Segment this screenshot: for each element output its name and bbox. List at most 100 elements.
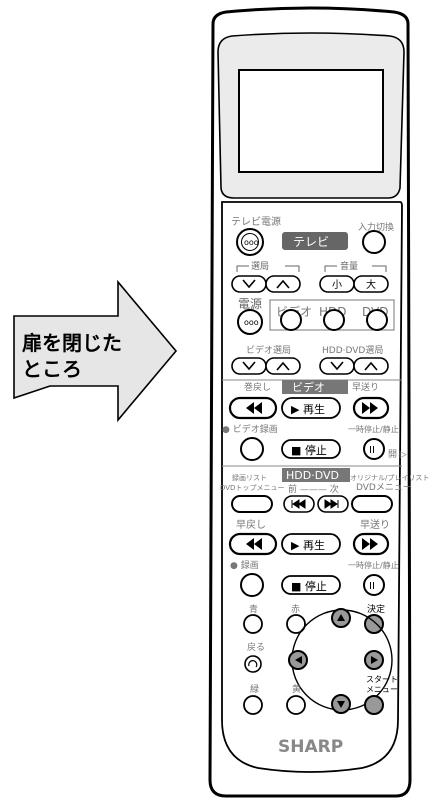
dvd-menu-button[interactable] [351, 495, 393, 513]
hdd-dvd-badge-label: HDD·DVD [286, 469, 339, 482]
input-label: 入力切換 [358, 221, 394, 233]
hdd-dvd-channel-up-button[interactable] [353, 357, 389, 375]
chevron-up-icon [364, 361, 378, 371]
yellow-label: 黄 [292, 683, 301, 695]
callout-caption: 扉を閉じた ところ [22, 330, 142, 382]
volume-label: 音量 [340, 260, 358, 272]
volume-up-button[interactable] [353, 275, 389, 293]
open-label: 開 ▷ [388, 449, 407, 460]
channel-up-button[interactable] [265, 275, 301, 293]
callout-arrow [13, 279, 178, 423]
green-button[interactable] [243, 695, 263, 715]
rec-list-label: 録画リスト [232, 473, 267, 482]
tv-power-button[interactable] [236, 228, 264, 256]
pause2-label: 一時停止/静止 [348, 560, 399, 570]
hdd-rec-button[interactable] [240, 573, 264, 597]
skip-forward-icon [324, 499, 339, 509]
start-menu-button[interactable] [364, 695, 384, 715]
video-stop-label: ■ 停止 [291, 443, 327, 457]
channel-bracket [236, 265, 300, 272]
back-icon [248, 660, 258, 668]
tv-badge [282, 232, 348, 250]
power-label: 電源 [238, 297, 262, 311]
rewind-icon [246, 402, 262, 414]
fast-forward-icon [362, 402, 378, 414]
button-panel [221, 201, 403, 773]
fast-forward-icon [362, 538, 378, 550]
volume-bracket [324, 265, 387, 272]
hdd-dvd-channel-down-button[interactable] [319, 357, 355, 375]
hdd-stop-label: ■ 停止 [291, 579, 327, 593]
hdd-stop-button[interactable] [281, 575, 341, 595]
tv-badge-label: テレビ [293, 235, 329, 249]
arrow-down-icon [337, 701, 345, 708]
video-badge [282, 380, 348, 394]
blue-label: 青 [249, 603, 258, 615]
video-pause-button[interactable] [363, 438, 385, 460]
tv-power-label: テレビ電源 [231, 215, 281, 228]
brand-logo: SHARP [278, 737, 343, 757]
video-channel-label: ビデオ選局 [246, 344, 291, 356]
arrow-right-icon [371, 656, 378, 664]
prev-next-label: 前 ——— 次 [288, 483, 339, 495]
back-label: 戻る [247, 641, 265, 653]
callout-line-1: 扉を閉じた [22, 331, 122, 355]
rewind-icon [246, 538, 262, 550]
rewind-label: 巻戻し [244, 381, 271, 393]
blue-button[interactable] [243, 614, 263, 634]
tv-power-inner [241, 233, 259, 251]
pause-label: 一時停止/静止 [348, 424, 399, 434]
original-playlist-label: オリジナル/プレイリスト [350, 474, 429, 482]
enter-button[interactable] [364, 614, 384, 634]
hdd-dvd-badge [282, 468, 350, 482]
dvd-menu-label: DVDメニュー [356, 483, 412, 493]
hdd-play-button[interactable] [281, 533, 341, 555]
video-rec-button[interactable] [240, 437, 264, 461]
video-play-button[interactable] [281, 397, 341, 419]
video-rec-label: ● ビデオ録画 [222, 423, 278, 435]
video-channel-down-button[interactable] [231, 357, 267, 375]
mode-hdd-button[interactable] [323, 309, 345, 331]
pause-icon: II [369, 445, 375, 456]
hdd-play-label: ▶ 再生 [291, 538, 325, 552]
video-stop-button[interactable] [281, 439, 341, 459]
video-badge-label: ビデオ [292, 380, 325, 394]
chevron-down-icon [330, 361, 344, 371]
channel-label: 選局 [251, 261, 269, 272]
ffwd2-label: 早送り [360, 518, 390, 531]
video-channel-up-button[interactable] [265, 357, 301, 375]
display-window [238, 69, 384, 173]
power-button[interactable] [237, 309, 263, 335]
hdd-dvd-channel-label: HDD·DVD選局 [322, 345, 383, 356]
yellow-button[interactable] [286, 695, 306, 715]
chevron-down-icon [242, 279, 256, 289]
mode-video-button[interactable] [280, 309, 302, 331]
red-label: 赤 [291, 604, 300, 615]
input-button[interactable] [362, 230, 386, 254]
rewind2-label: 早戻し [236, 518, 266, 531]
skip-back-icon [291, 499, 306, 509]
dvd-top-menu-label: DVDトップメニュー [220, 484, 284, 492]
video-play-label: ▶ 再生 [291, 402, 325, 416]
ffwd-label: 早送り [352, 381, 379, 393]
arrow-left-icon [295, 656, 302, 664]
chevron-down-icon [242, 361, 256, 371]
channel-down-button[interactable] [231, 275, 267, 293]
red-button[interactable] [286, 614, 306, 634]
arrow-up-icon [337, 614, 345, 621]
pause-icon: II [369, 581, 375, 592]
start-menu-label-2: メニュー [366, 685, 398, 694]
hdd-pause-button[interactable] [363, 574, 385, 596]
rec-list-button[interactable] [231, 495, 273, 513]
mode-dvd-button[interactable] [366, 309, 388, 331]
callout-line-2: ところ [22, 357, 82, 381]
enter-label: 決定 [367, 603, 385, 615]
back-button[interactable] [244, 655, 262, 673]
volume-small-label: 小 [332, 279, 342, 291]
start-menu-label-1: スタート [366, 675, 398, 684]
volume-large-label: 大 [366, 278, 376, 291]
chevron-up-icon [276, 361, 290, 371]
power-dots: ooo [244, 318, 259, 327]
chevron-up-icon [276, 279, 290, 289]
